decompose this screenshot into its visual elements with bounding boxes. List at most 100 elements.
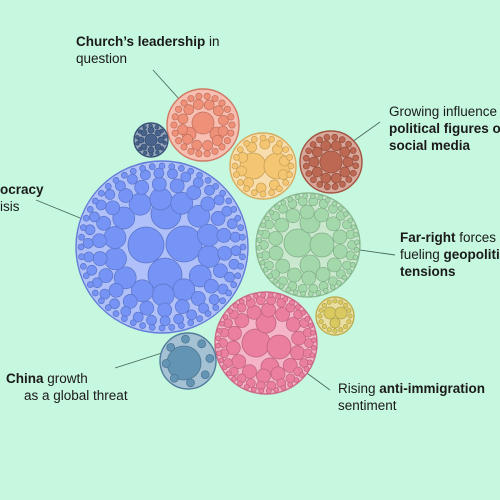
church-cell [211, 135, 223, 146]
church-cell [203, 150, 211, 158]
immigration-cell [219, 320, 225, 327]
democracy-cell [149, 187, 173, 211]
yellowtop-cell [231, 162, 239, 170]
democracy-cell [159, 315, 171, 327]
democracy-cell [78, 233, 85, 241]
democracy-cell [120, 306, 132, 317]
yellowsmall-cell [347, 313, 353, 319]
democracy-cell [219, 189, 226, 197]
democracy-cell [204, 184, 215, 196]
yellowtop-cell [243, 185, 250, 193]
democracy-cell [91, 277, 103, 289]
yellowtop-cell [259, 134, 267, 142]
democracy-cell [187, 167, 195, 175]
church-cell [217, 125, 229, 137]
immigration-cell [287, 381, 294, 388]
yellowtop-cell [233, 171, 240, 179]
farright-cell [350, 261, 356, 268]
yellowtop-cell [282, 146, 290, 153]
immigration-cell [273, 387, 280, 393]
democracy-cell [197, 223, 220, 247]
china-cell [186, 378, 195, 388]
farright-cell [274, 204, 280, 210]
democracy-cell [158, 162, 166, 170]
democracy-cell [80, 224, 87, 231]
immigration-cell [245, 295, 252, 302]
farright-cell [332, 229, 348, 245]
farright-cell [280, 199, 287, 206]
immigration-cell [307, 322, 314, 329]
church-cell [203, 92, 211, 100]
yellowsmall-cell [346, 319, 352, 325]
democracy-cell [112, 176, 120, 184]
democracy-cell [91, 289, 99, 297]
navy-cell [157, 136, 165, 144]
democracy-cell [230, 206, 238, 213]
democracy-cell [82, 237, 94, 249]
immigration-cell [225, 370, 232, 377]
china-cell [181, 334, 190, 344]
church-cell [202, 140, 214, 151]
farright-cell [262, 266, 269, 273]
immigration-cell [300, 309, 307, 316]
navy-cell [144, 133, 158, 147]
democracy-cell [129, 167, 137, 175]
navy-cell [148, 123, 153, 129]
influencers-cell [323, 133, 331, 141]
democracy-cell [203, 278, 219, 294]
farright-cell [325, 216, 341, 232]
church-cell [195, 150, 203, 158]
influencers-cell [308, 156, 320, 168]
democracy-cell [224, 271, 235, 283]
democracy-cell [230, 281, 238, 288]
navy-cell [154, 125, 159, 130]
democracy-cell [217, 283, 229, 295]
democracy-cell [169, 178, 185, 194]
democracy-cell [158, 324, 166, 332]
democracy-cell [217, 245, 233, 261]
democracy-cell [96, 215, 111, 231]
label-political-figures-social-media: Growing influence political figures o so… [389, 104, 500, 153]
yellowsmall-cell [318, 307, 324, 313]
church-cell [228, 121, 236, 129]
church-cell [171, 129, 179, 137]
yellowtop-cell [259, 190, 267, 198]
democracy-cell [146, 314, 157, 326]
democracy-cell [118, 188, 134, 203]
democracy-cell [165, 225, 203, 263]
yellowsmall-cell [323, 306, 337, 320]
immigration-cell [282, 296, 289, 302]
democracy-cell [168, 324, 176, 331]
democracy-cell [91, 233, 107, 249]
democracy-cell [151, 283, 175, 307]
democracy-cell [229, 231, 241, 243]
farright-cell [353, 231, 359, 238]
label-far-right-forces: Far-right forces fueling geopoliti tensi… [400, 230, 500, 279]
farright-cell [257, 252, 263, 259]
immigration-cell [231, 354, 247, 369]
yellowtop-cell [243, 139, 250, 147]
immigration-cell [275, 293, 282, 300]
democracy-cell [130, 279, 154, 303]
farright-cell [259, 259, 266, 266]
farright-cell [322, 287, 329, 294]
yellowtop-cell [233, 153, 240, 161]
immigration-cell [222, 314, 229, 320]
democracy-cell [121, 171, 128, 179]
immigration-cell [215, 342, 221, 349]
immigration-cell [216, 327, 223, 334]
label-china-growth: China growth as a global threat [6, 371, 128, 403]
democracy-cell [103, 226, 127, 249]
democracy-cell [105, 200, 121, 216]
yellowtop-cell [286, 171, 293, 179]
influencers-cell [302, 162, 310, 170]
navy-cell [149, 151, 154, 157]
yellowsmall-cell [329, 317, 341, 329]
influencers-cell [311, 146, 323, 158]
church-cell [218, 114, 229, 126]
immigration-cell [270, 366, 286, 382]
immigration-cell [238, 298, 245, 305]
democracy-cell [151, 176, 167, 192]
farright-cell [352, 254, 359, 261]
